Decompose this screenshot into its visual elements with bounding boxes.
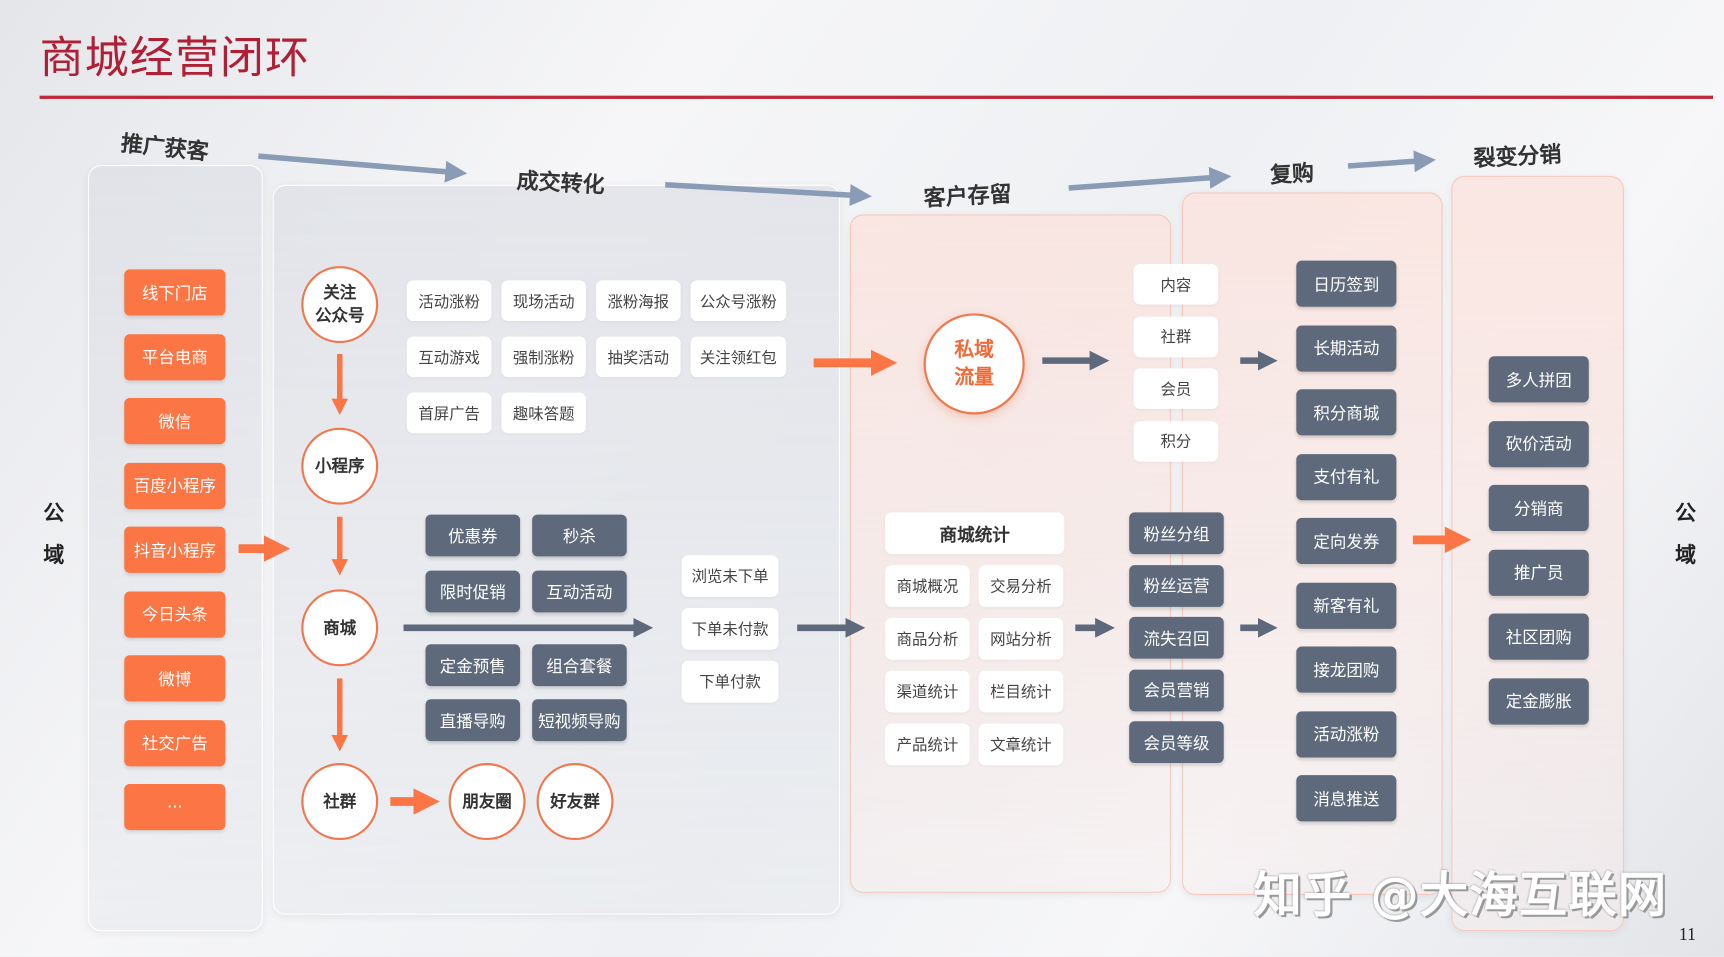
- promotion-item: 短视频导购: [532, 699, 627, 742]
- channel-item: 百度小程序: [124, 462, 226, 509]
- repurchase-item: 活动涨粉: [1296, 710, 1397, 758]
- repurchase-item: 长期活动: [1296, 324, 1397, 372]
- promotion-item: 优惠券: [425, 514, 521, 557]
- fan-growth-item: 互动游戏: [406, 336, 492, 378]
- side-char: 域: [1675, 543, 1696, 568]
- channel-item: ···: [124, 783, 226, 831]
- member-op-item: 粉丝运营: [1129, 564, 1224, 607]
- channel-item: 今日头条: [124, 590, 226, 638]
- repurchase-item: 积分商城: [1296, 389, 1397, 436]
- stats-item: 商城概况: [885, 565, 970, 607]
- channel-item: 平台电商: [124, 333, 226, 380]
- title-divider: [39, 95, 1714, 99]
- fan-growth-item: 关注领红包: [690, 336, 787, 378]
- fan-growth-item: 活动涨粉: [406, 280, 492, 322]
- side-char: 公: [1675, 501, 1696, 526]
- node-label: 流量: [954, 366, 994, 390]
- fan-growth-item: 强制涨粉: [501, 336, 587, 378]
- member-op-item: 会员营销: [1129, 669, 1224, 711]
- page-number: 11: [1678, 925, 1696, 945]
- side-char: 域: [43, 543, 65, 568]
- stats-item: 网站分析: [978, 617, 1064, 660]
- stats-item: 渠道统计: [885, 670, 970, 713]
- repurchase-item: 消息推送: [1296, 775, 1397, 822]
- fan-growth-item: 抽奖活动: [595, 336, 681, 378]
- promotion-item: 限时促销: [425, 570, 521, 613]
- watermark: 知乎 @大海互联网: [1253, 867, 1668, 924]
- distribution-item: 分销商: [1488, 484, 1589, 532]
- node-follow-official-account: 关注公众号: [301, 266, 379, 344]
- retention-channel-item: 社群: [1133, 316, 1219, 357]
- channel-item: 微博: [124, 655, 226, 702]
- page-title: 商城经营闭环: [39, 32, 311, 84]
- stage-label-repurchase: 复购: [1269, 159, 1315, 189]
- member-op-item: 粉丝分组: [1129, 512, 1224, 555]
- node-label: 关注: [323, 282, 357, 303]
- stats-item: 交易分析: [978, 565, 1064, 607]
- channel-item: 微信: [124, 398, 226, 445]
- stats-item: 产品统计: [885, 723, 970, 766]
- node-friend-group: 好友群: [536, 763, 614, 841]
- promotion-item: 直播导购: [425, 699, 521, 742]
- order-state-item: 下单未付款: [681, 608, 779, 650]
- stage-label-retention: 客户存留: [923, 180, 1013, 212]
- stats-title: 商城统计: [885, 512, 1065, 555]
- node-label: 私域: [954, 338, 994, 362]
- fan-growth-item: 公众号涨粉: [690, 280, 787, 322]
- node-community: 社群: [301, 763, 379, 841]
- distribution-item: 社区团购: [1488, 613, 1589, 660]
- promotion-item: 互动活动: [532, 570, 627, 613]
- fan-growth-item: 现场活动: [501, 280, 587, 322]
- repurchase-item: 接龙团购: [1296, 646, 1397, 693]
- repurchase-item: 支付有礼: [1296, 453, 1397, 500]
- order-state-item: 下单付款: [681, 660, 779, 703]
- repurchase-item: 新客有礼: [1296, 582, 1397, 629]
- stage-label-distribution: 裂变分销: [1472, 140, 1563, 172]
- member-op-item: 流失召回: [1129, 616, 1224, 659]
- node-label: 公众号: [314, 305, 365, 326]
- node-miniapp: 小程序: [301, 427, 379, 505]
- retention-channel-item: 内容: [1133, 263, 1219, 305]
- side-char: 公: [43, 501, 65, 526]
- repurchase-item: 定向发券: [1296, 517, 1397, 565]
- promotion-item: 组合套餐: [532, 644, 627, 687]
- order-state-item: 浏览未下单: [681, 555, 779, 598]
- repurchase-item: 日历签到: [1296, 260, 1397, 307]
- distribution-item: 推广员: [1488, 549, 1589, 596]
- public-domain-label-right: 公域: [1672, 493, 1698, 577]
- public-domain-label-left: 公域: [41, 493, 67, 577]
- stats-item: 商品分析: [885, 617, 970, 660]
- fan-growth-item: 趣味答题: [501, 392, 587, 434]
- stats-item: 栏目统计: [978, 670, 1064, 713]
- retention-channel-item: 积分: [1133, 420, 1219, 462]
- channel-item: 线下门店: [124, 269, 226, 316]
- channel-item: 社交广告: [124, 719, 226, 766]
- channel-item: 抖音小程序: [124, 526, 226, 573]
- node-private-traffic: 私域流量: [923, 313, 1025, 415]
- distribution-item: 砍价活动: [1488, 420, 1589, 467]
- distribution-item: 多人拼团: [1488, 356, 1589, 403]
- fan-growth-item: 涨粉海报: [595, 280, 681, 322]
- retention-channel-item: 会员: [1133, 368, 1219, 410]
- node-mall: 商城: [301, 589, 379, 667]
- distribution-item: 定金膨胀: [1488, 677, 1589, 725]
- node-moments: 朋友圈: [448, 763, 526, 841]
- stage-label-acquisition: 推广获客: [119, 129, 210, 166]
- member-op-item: 会员等级: [1129, 721, 1224, 764]
- fan-growth-item: 首屏广告: [406, 392, 492, 434]
- promotion-item: 秒杀: [532, 514, 627, 557]
- promotion-item: 定金预售: [425, 644, 521, 687]
- stage-label-conversion: 成交转化: [516, 167, 606, 198]
- stats-item: 文章统计: [978, 723, 1064, 766]
